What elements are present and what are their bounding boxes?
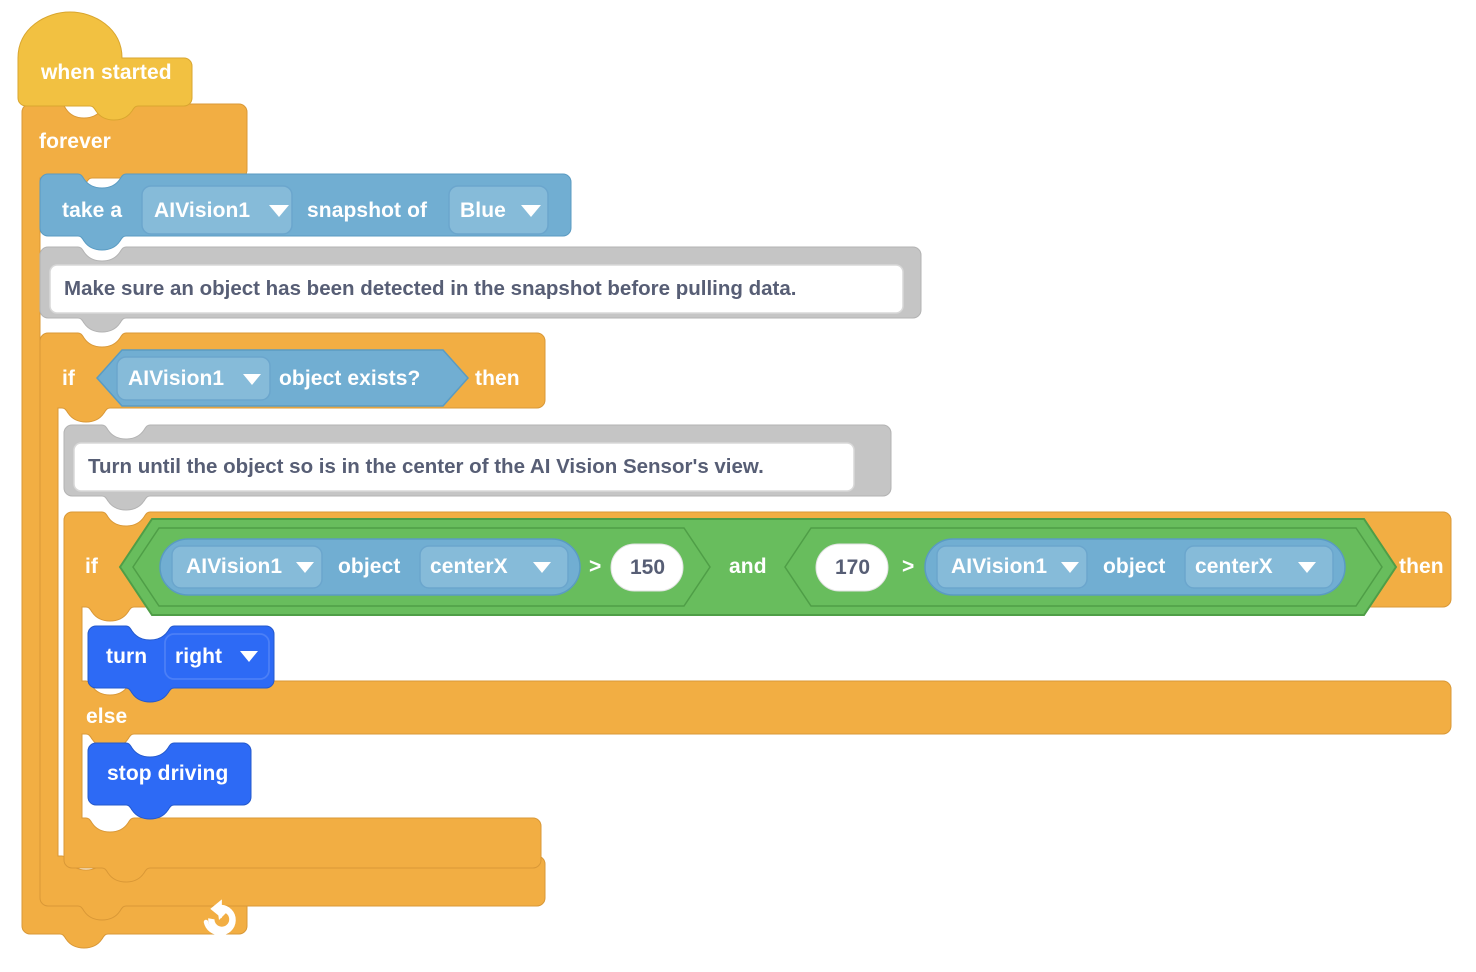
- comment-2-text: Turn until the object so is in the cente…: [88, 455, 764, 478]
- center-right-comparator: >: [902, 555, 915, 578]
- if-else-then-keyword: then: [1399, 555, 1444, 578]
- aivision-property-dropdown-right[interactable]: [1184, 545, 1334, 589]
- comment-block-1-textfield[interactable]: [49, 264, 904, 314]
- chevron-down-icon: [296, 562, 314, 573]
- forever-label: forever: [39, 130, 111, 153]
- number-input-170[interactable]: [815, 543, 889, 592]
- when-started-label: when started: [41, 61, 172, 84]
- snapshot-middle-label: snapshot of: [307, 199, 428, 222]
- if-exists-if-keyword: if: [62, 367, 76, 390]
- aivision-device-dropdown-left[interactable]: [171, 545, 323, 589]
- snapshot-prefix-label: take a: [62, 199, 123, 222]
- number-input-170-value: 170: [835, 556, 871, 579]
- and-operator-label: and: [729, 555, 767, 578]
- snapshot-signature-label: Blue: [460, 199, 506, 222]
- center-right-property-label: centerX: [1195, 555, 1273, 578]
- chevron-down-icon: [533, 562, 551, 573]
- snapshot-device-label: AIVision1: [154, 199, 251, 222]
- if-exists-device-label: AIVision1: [128, 367, 225, 390]
- stop-driving-block-shape[interactable]: [87, 742, 252, 820]
- turn-direction-label: right: [175, 645, 223, 668]
- aivision-device-dropdown-right[interactable]: [936, 545, 1088, 589]
- comment-1-text: Make sure an object has been detected in…: [64, 277, 797, 300]
- turn-direction-dropdown[interactable]: [164, 633, 270, 680]
- center-left-property-label: centerX: [430, 555, 508, 578]
- if-else-else-keyword: else: [86, 705, 128, 728]
- snapshot-signature-dropdown[interactable]: [448, 185, 549, 235]
- number-input-150[interactable]: [610, 543, 684, 592]
- chevron-down-icon: [269, 205, 289, 217]
- snapshot-device-dropdown[interactable]: [141, 185, 293, 235]
- center-left-object-word: object: [338, 555, 401, 578]
- chevron-down-icon: [243, 374, 261, 385]
- turn-label: turn: [106, 645, 148, 668]
- chevron-down-icon: [1298, 562, 1316, 573]
- chevron-down-icon: [1061, 562, 1079, 573]
- object-exists-device-dropdown[interactable]: [116, 356, 271, 401]
- if-else-if-keyword: if: [85, 555, 99, 578]
- stop-driving-label: stop driving: [107, 762, 229, 785]
- if-exists-then-keyword: then: [475, 367, 520, 390]
- center-right-device-label: AIVision1: [951, 555, 1048, 578]
- number-input-150-value: 150: [630, 556, 666, 579]
- aivision-property-dropdown-left[interactable]: [419, 545, 569, 589]
- loop-arrow-icon: [203, 899, 236, 936]
- center-left-device-label: AIVision1: [186, 555, 283, 578]
- when-started-block-shape[interactable]: [17, 11, 193, 121]
- chevron-down-icon: [240, 651, 258, 662]
- comment-block-2-textfield[interactable]: [73, 442, 855, 492]
- chevron-down-icon: [521, 205, 541, 217]
- if-exists-predicate-label: object exists?: [279, 367, 421, 390]
- center-left-comparator: >: [589, 555, 602, 578]
- center-right-object-word: object: [1103, 555, 1166, 578]
